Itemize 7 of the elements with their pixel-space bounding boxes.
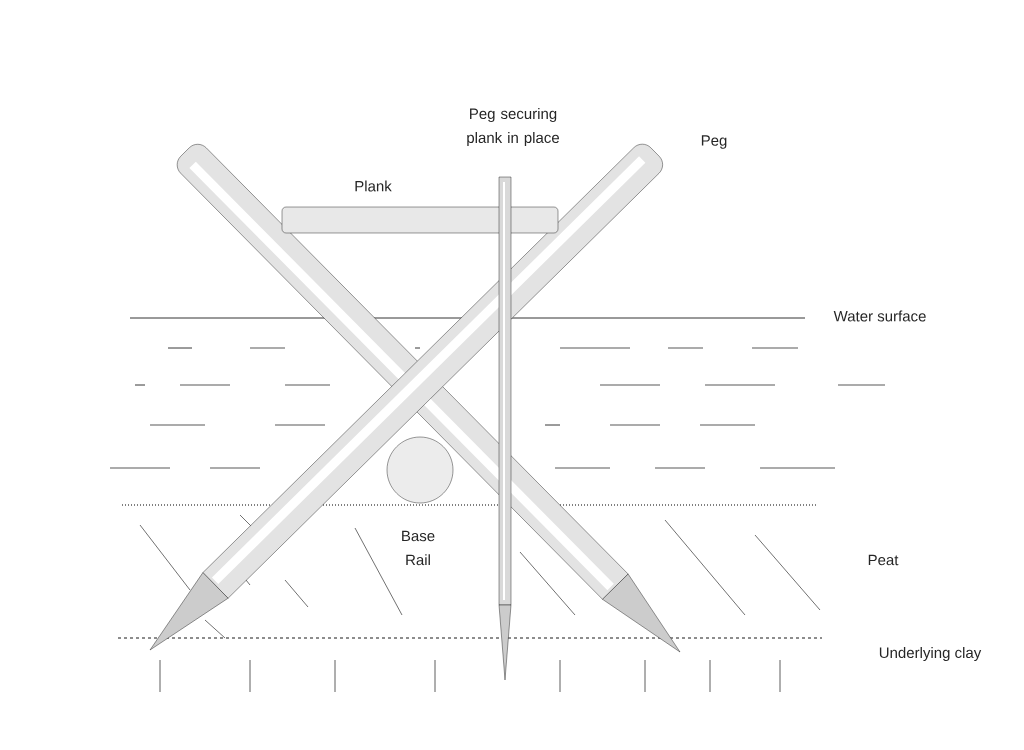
- label: Base Rail: [402, 530, 435, 566]
- label: Plank: [355, 180, 392, 192]
- label: Underlying clay: [879, 647, 982, 661]
- label: Peg securing plank in place: [467, 108, 559, 146]
- label: Water surface: [833, 310, 926, 322]
- label: Peg: [701, 135, 727, 149]
- label: Peat: [868, 554, 899, 566]
